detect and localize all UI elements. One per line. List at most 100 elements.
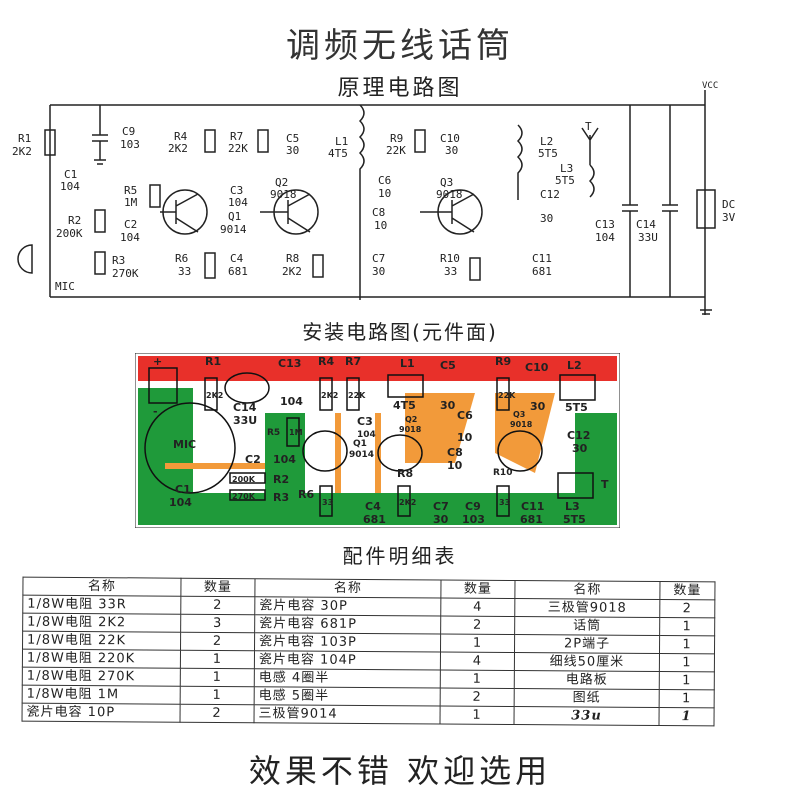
pcb-r3: R3 (273, 491, 289, 504)
pcb-c14-value: 33U (233, 414, 257, 427)
pcb-r10: R10 (493, 468, 512, 478)
value-r6: 33 (178, 265, 191, 278)
pcb-c5-value: 30 (440, 399, 456, 412)
pcb-c1-value: 104 (169, 496, 192, 509)
name-cell: 细线50厘米 (514, 652, 660, 672)
qty-cell: 1 (439, 706, 515, 725)
qty-cell: 2 (180, 596, 255, 615)
name-cell: 1/8W电阻 22K (22, 631, 181, 651)
value-l3: 5T5 (555, 174, 575, 187)
pcb-c12-value: 30 (572, 442, 588, 455)
value-c1: 104 (60, 180, 80, 193)
pcb-minus: - (153, 405, 158, 418)
pcb-antenna: T (601, 478, 609, 491)
label-r9: R9 (390, 132, 403, 145)
label-dc: DC (722, 198, 735, 211)
label-vcc: VCC (702, 81, 718, 91)
name-cell: 1/8W电阻 270K (22, 667, 181, 687)
label-c12: C12 (540, 188, 560, 201)
label-r3: R3 (112, 254, 125, 267)
qty-cell: 1 (659, 617, 715, 636)
pcb-c11-value: 681 (520, 513, 543, 526)
name-cell: 1/8W电阻 1M (22, 685, 181, 705)
pcb-r2-value: 200K (232, 475, 256, 484)
pcb-r5: R5 (267, 428, 280, 438)
pcb-c4: C4 (365, 500, 381, 513)
label-r2: R2 (68, 214, 81, 227)
qty-cell: 3 (180, 614, 255, 633)
label-c14: C14 (636, 218, 656, 231)
pcb-r4: R4 (318, 355, 334, 368)
pcb-c10: C10 (525, 361, 549, 374)
qty-cell: 1 (440, 670, 515, 689)
name-cell: 电感 4圈半 (254, 668, 441, 689)
qty-cell: 1 (659, 653, 715, 672)
pcb-mic: MIC (173, 438, 196, 451)
pcb-c1: C1 (175, 483, 191, 496)
value-c6: 10 (378, 187, 391, 200)
pcb-r6: R6 (298, 488, 314, 501)
qty-cell: 4 (440, 598, 515, 617)
name-cell: 瓷片电容 30P (254, 596, 441, 617)
value-r1: 2K2 (12, 145, 32, 158)
label-q1: Q1 (228, 210, 241, 223)
qty-cell: 1 (658, 707, 715, 726)
pcb-l3-value: 5T5 (563, 513, 586, 526)
header-qty: 数量 (659, 581, 715, 600)
pcb-r7: R7 (345, 355, 361, 368)
qty-cell: 2 (180, 632, 255, 651)
pcb-q2: Q2 (405, 415, 417, 424)
header-qty: 数量 (180, 578, 256, 597)
pcb-c11: C11 (521, 500, 544, 513)
value-r8: 2K2 (282, 265, 302, 278)
pcb-q1: Q1 (353, 439, 367, 449)
pcb-c9-value: 103 (462, 513, 485, 526)
pcb-r5-value: 1M (289, 428, 303, 437)
label-c4: C4 (230, 252, 244, 265)
pcb-c12: C12 (567, 429, 590, 442)
parts-list-title: 配件明细表 (342, 544, 458, 568)
pcb-l1-value: 4T5 (393, 399, 416, 412)
qty-cell: 1 (180, 686, 255, 705)
pcb-plus: + (153, 355, 162, 368)
pcb-c10-value: 30 (530, 400, 546, 413)
label-c8: C8 (372, 206, 385, 219)
value-c3: 104 (228, 196, 248, 209)
pcb-c14: C14 (233, 401, 257, 414)
name-cell: 电感 5圈半 (254, 686, 441, 707)
pcb-c7-value: 30 (433, 513, 449, 526)
label-r1: R1 (18, 132, 31, 145)
pcb-c8-value: 10 (447, 459, 463, 472)
value-c9: 103 (120, 138, 140, 151)
value-r2: 200K (56, 227, 83, 240)
pcb-c6-value: 10 (457, 431, 473, 444)
pcb-c8: C8 (447, 446, 463, 459)
qty-cell: 1 (659, 671, 715, 690)
qty-cell: 1 (180, 650, 255, 669)
qty-cell: 2 (659, 599, 715, 618)
qty-cell: 1 (659, 635, 715, 654)
label-l3: L3 (560, 162, 573, 175)
name-cell: 图纸 (514, 688, 660, 708)
name-cell: 话筒 (514, 616, 660, 636)
name-cell: 电路板 (514, 670, 660, 690)
pcb-r1: R1 (205, 355, 221, 368)
label-c9: C9 (122, 125, 135, 138)
qty-cell: 1 (659, 689, 715, 708)
pcb-r9-value: 22K (498, 391, 516, 400)
pcb-q3-value: 9018 (510, 420, 533, 429)
value-r4: 2K2 (168, 142, 188, 155)
name-cell: 瓷片电容 103P (254, 632, 441, 653)
name-cell: 瓷片电容 104P (254, 650, 441, 671)
pcb-l1: L1 (400, 357, 415, 370)
value-q3: 9018 (436, 188, 463, 201)
header-name: 名称 (22, 577, 182, 597)
qty-cell: 1 (440, 634, 515, 653)
name-cell: 1/8W电阻 33R (22, 595, 181, 615)
pcb-c3: C3 (357, 415, 373, 428)
pcb-c6: C6 (457, 409, 473, 422)
pcb-c2: C2 (245, 453, 261, 466)
name-cell: 瓷片电容 681P (254, 614, 441, 635)
